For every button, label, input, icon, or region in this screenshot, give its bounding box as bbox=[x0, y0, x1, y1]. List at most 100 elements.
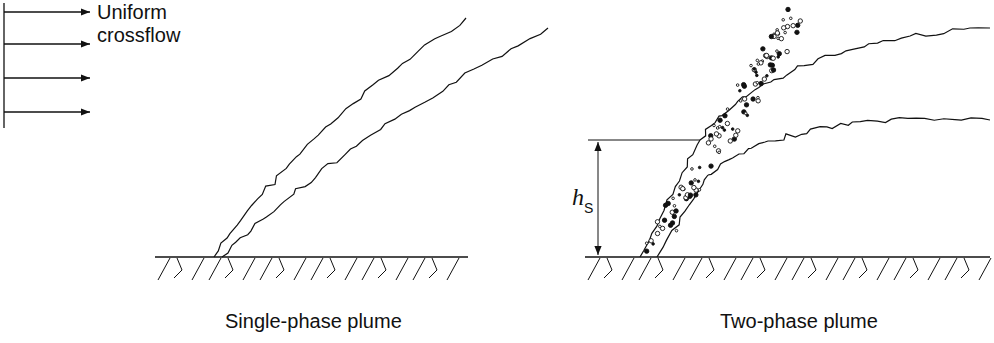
dimension-line bbox=[598, 142, 599, 255]
bubble bbox=[672, 214, 676, 218]
bubble bbox=[725, 121, 729, 125]
bubble bbox=[709, 164, 713, 168]
flow-label: Uniform crossflow bbox=[97, 1, 197, 47]
ground-hatch bbox=[413, 258, 425, 280]
ground-hatch bbox=[724, 258, 736, 280]
ground-hatch bbox=[345, 258, 357, 280]
bubble bbox=[709, 137, 713, 141]
bubble bbox=[718, 151, 721, 154]
bubble bbox=[731, 128, 734, 131]
ground-hatch bbox=[894, 258, 906, 280]
bubble bbox=[782, 19, 785, 22]
ground-hatch bbox=[174, 258, 182, 278]
flow-arrow bbox=[4, 11, 90, 12]
bubble bbox=[775, 31, 779, 35]
height-dimension bbox=[588, 140, 700, 255]
ground-hatch bbox=[979, 258, 991, 280]
bubble bbox=[688, 193, 692, 197]
bubble bbox=[742, 84, 746, 88]
plume-edge bbox=[700, 28, 990, 140]
ground-hatch bbox=[945, 258, 957, 280]
bubble bbox=[691, 168, 694, 171]
caption-label: Single-phase plume bbox=[225, 310, 402, 333]
ground-hatch bbox=[447, 258, 459, 280]
bubble bbox=[668, 223, 672, 227]
bubble bbox=[756, 81, 759, 84]
flow-arrow bbox=[4, 43, 90, 44]
plume-edge bbox=[640, 140, 700, 257]
bubble bbox=[791, 23, 795, 27]
bubble bbox=[761, 47, 765, 51]
bubble bbox=[692, 185, 696, 189]
flow-arrow bbox=[4, 77, 90, 78]
ground-hatch bbox=[690, 258, 702, 280]
bubble bbox=[785, 49, 789, 53]
bubble bbox=[776, 50, 779, 53]
bubble bbox=[757, 96, 760, 99]
bubble bbox=[673, 204, 676, 207]
bubble bbox=[742, 97, 746, 101]
bubble bbox=[655, 231, 659, 235]
bubble bbox=[759, 81, 763, 85]
ground-hatch bbox=[655, 258, 663, 278]
ground-hatch bbox=[378, 258, 386, 278]
bubble bbox=[763, 53, 767, 57]
ground-hatch bbox=[639, 258, 651, 280]
ground-hatch bbox=[706, 258, 714, 278]
ground-hatch bbox=[396, 258, 408, 280]
dimension-label: h bbox=[572, 184, 584, 212]
bubble bbox=[756, 59, 759, 62]
bubble bbox=[718, 118, 722, 122]
ground-hatch bbox=[429, 258, 437, 278]
ground-line bbox=[155, 256, 468, 258]
bubble bbox=[768, 63, 772, 67]
crossflow-profile bbox=[4, 3, 90, 128]
ground-hatch bbox=[877, 258, 889, 280]
bubble bbox=[753, 68, 756, 71]
bubble bbox=[698, 188, 701, 191]
bubble bbox=[672, 197, 675, 200]
ground-hatch bbox=[192, 258, 204, 280]
bubble bbox=[751, 97, 755, 101]
ground-hatch bbox=[928, 258, 940, 280]
bubble bbox=[689, 181, 693, 185]
bubble bbox=[694, 193, 698, 197]
bubble bbox=[784, 31, 787, 34]
bubble bbox=[698, 166, 701, 169]
bubble bbox=[678, 194, 681, 197]
ground-hatch bbox=[260, 258, 272, 280]
bubble bbox=[781, 26, 785, 30]
ground-hatch bbox=[826, 258, 838, 280]
bubble bbox=[645, 242, 648, 245]
ground-hatch bbox=[757, 258, 765, 278]
bubble bbox=[655, 220, 659, 224]
ground-hatch bbox=[311, 258, 323, 280]
plume-edge bbox=[657, 175, 708, 257]
bubble bbox=[713, 145, 716, 148]
ground-hatch bbox=[276, 258, 284, 278]
bubble bbox=[750, 64, 753, 67]
ground-hatch bbox=[741, 258, 753, 280]
bubble bbox=[723, 114, 727, 118]
bubble bbox=[736, 129, 740, 133]
bubble bbox=[755, 71, 758, 74]
bubble bbox=[766, 75, 769, 78]
caption-label: Two-phase plume bbox=[720, 310, 878, 333]
bubble bbox=[744, 103, 748, 107]
plume-edge bbox=[222, 28, 548, 257]
bubble bbox=[649, 239, 653, 243]
bubble bbox=[786, 7, 790, 11]
bubble bbox=[764, 53, 768, 57]
ground-hatch bbox=[209, 258, 221, 280]
ground-hatch bbox=[243, 258, 255, 280]
bubble bbox=[736, 84, 739, 87]
plume-edge bbox=[708, 118, 990, 175]
ground-hatch bbox=[327, 258, 335, 278]
bubble bbox=[716, 149, 720, 153]
bubble bbox=[697, 180, 700, 183]
bubble bbox=[798, 19, 802, 23]
bubble bbox=[771, 56, 775, 60]
ground-hatch bbox=[843, 258, 855, 280]
